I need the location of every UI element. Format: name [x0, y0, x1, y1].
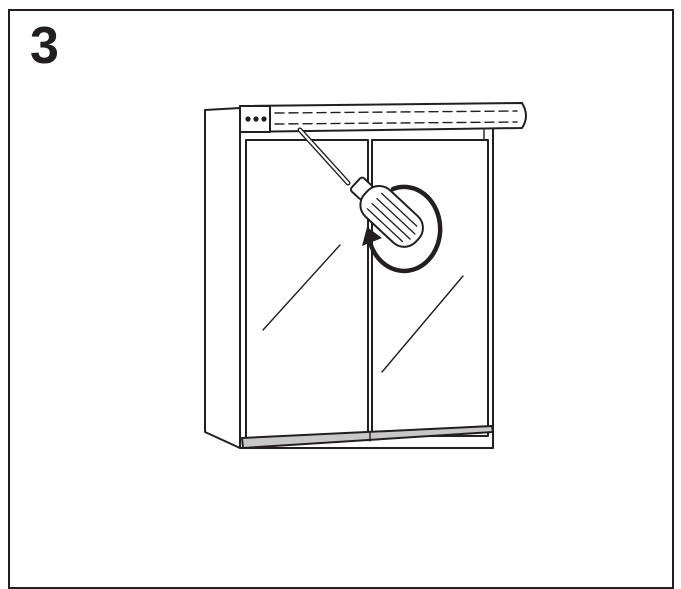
- bottom-trim-strip: [241, 425, 494, 449]
- top-light-bar: [239, 102, 527, 141]
- step-number: 3: [30, 17, 59, 75]
- cabinet-side-panel: [204, 107, 241, 449]
- left-mirror-door: [245, 139, 369, 439]
- right-mirror-door: [371, 139, 489, 437]
- rotation-arrow-icon: [362, 184, 443, 274]
- screwdriver-icon: [297, 127, 424, 248]
